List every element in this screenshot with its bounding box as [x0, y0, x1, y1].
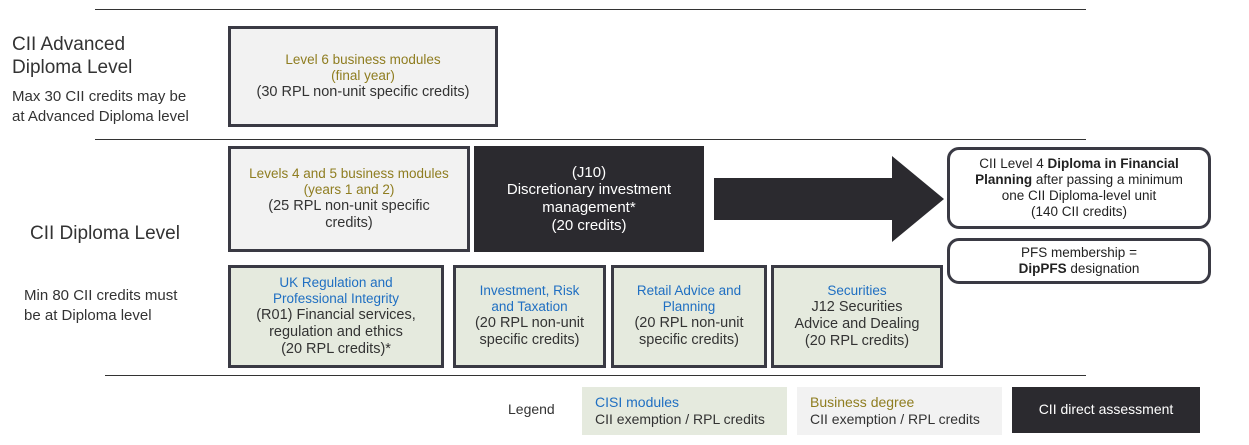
dip-pfs-line2-bold: Planning [975, 171, 1033, 187]
legend-direct-title: CII direct assessment [1038, 401, 1174, 418]
dip-pfs-outcome-box: CII Level 4 Diploma in Financial Plannin… [947, 147, 1211, 229]
legend-label: Legend [508, 401, 555, 417]
legend-cisi-title: CISI modules [595, 393, 680, 410]
levels45-business-modules-box: Levels 4 and 5 business modules (years 1… [228, 146, 470, 252]
inv-risk-line3: (20 RPL non-unit [474, 315, 585, 332]
diploma-note-line1: Min 80 CII credits must [24, 287, 178, 304]
legend-cisi: CISI modules CII exemption / RPL credits [582, 387, 787, 435]
arrow-shape [714, 156, 944, 242]
securities-line3: Advice and Dealing [794, 315, 920, 332]
pfs-membership-line1: PFS membership = [1021, 244, 1137, 260]
level6-business-modules-box: Level 6 business modules (final year) (3… [228, 26, 498, 127]
dip-pfs-line2-row: Planning after passing a minimum [975, 172, 1183, 188]
advanced-level-title: CII Advanced Diploma Level [12, 34, 132, 80]
pfs-membership-bold: DipPFS [1018, 261, 1067, 276]
advanced-note-line2: at Advanced Diploma level [12, 107, 189, 125]
j10-line2: Discretionary investment [506, 181, 672, 199]
retail-line2: Planning [662, 299, 716, 315]
dip-pfs-line1: CII Level 4 [979, 155, 1048, 171]
diploma-note-line2: be at Diploma level [24, 306, 152, 324]
levels45-line3: (25 RPL non-unit specific [268, 197, 430, 214]
pfs-membership-line2: designation [1066, 261, 1140, 276]
pfs-membership-line2-row: DipPFS designation [1019, 261, 1140, 277]
top-divider [95, 9, 1086, 10]
pfs-membership-box: PFS membership = DipPFS designation [947, 238, 1211, 284]
middle-divider [95, 139, 1086, 140]
inv-risk-line2: and Taxation [491, 299, 568, 315]
progression-arrow [714, 156, 944, 242]
levels45-line2: (years 1 and 2) [303, 181, 395, 197]
legend-business: Business degree CII exemption / RPL cred… [797, 387, 1002, 435]
dip-pfs-line1-row: CII Level 4 Diploma in Financial [979, 156, 1179, 172]
uk-reg-line3: (R01) Financial services, [256, 306, 416, 323]
levels45-line4: credits) [325, 214, 373, 231]
level6-line1: Level 6 business modules [285, 52, 441, 68]
uk-reg-line5: (20 RPL credits)* [281, 340, 391, 357]
levels45-line1: Levels 4 and 5 business modules [249, 165, 449, 181]
advanced-level-note: Max 30 CII credits may be at Advanced Di… [12, 87, 189, 126]
j10-line4: (20 credits) [551, 216, 627, 234]
legend-direct: CII direct assessment [1012, 387, 1200, 433]
retail-line4: specific credits) [639, 332, 739, 349]
j10-line3: management* [542, 199, 636, 216]
dip-pfs-line1-bold: Diploma in Financial [1047, 155, 1179, 171]
retail-advice-planning-box: Retail Advice and Planning (20 RPL non-u… [611, 265, 767, 368]
advanced-title-line1: CII Advanced [12, 34, 126, 55]
diploma-level-title: CII Diploma Level [30, 223, 180, 244]
securities-line1: Securities [827, 282, 887, 298]
retail-line3: (20 RPL non-unit [634, 315, 744, 332]
dip-pfs-line4: (140 CII credits) [1030, 204, 1128, 220]
level6-line3: (30 RPL non-unit specific credits) [256, 83, 470, 100]
uk-reg-line1: UK Regulation and [279, 274, 393, 290]
inv-risk-line1: Investment, Risk [479, 283, 580, 299]
j10-line1: (J10) [571, 163, 607, 181]
securities-box: Securities J12 Securities Advice and Dea… [771, 265, 943, 368]
inv-risk-line4: specific credits) [479, 332, 580, 349]
level6-line2: (final year) [331, 67, 395, 83]
dip-pfs-line3: one CII Diploma-level unit [1001, 188, 1157, 203]
investment-risk-taxation-box: Investment, Risk and Taxation (20 RPL no… [453, 265, 606, 368]
uk-reg-line4: regulation and ethics [269, 323, 403, 340]
uk-reg-line2: Professional Integrity [272, 290, 400, 306]
retail-line1: Retail Advice and [636, 283, 742, 299]
j10-discretionary-investment-box: (J10) Discretionary investment managemen… [474, 146, 704, 252]
uk-regulation-box: UK Regulation and Professional Integrity… [228, 265, 444, 368]
advanced-note-line1: Max 30 CII credits may be [12, 88, 187, 105]
bottom-divider [105, 375, 1086, 376]
diploma-level-note: Min 80 CII credits must be at Diploma le… [24, 286, 177, 325]
advanced-title-line2: Diploma Level [12, 56, 133, 78]
dip-pfs-line2: after passing a minimum [1032, 171, 1183, 187]
securities-line4: (20 RPL credits) [804, 333, 910, 350]
securities-line2: J12 Securities [811, 298, 903, 315]
legend-cisi-sub: CII exemption / RPL credits [595, 411, 765, 427]
legend-business-sub: CII exemption / RPL credits [810, 411, 980, 427]
legend-business-title: Business degree [810, 393, 915, 410]
